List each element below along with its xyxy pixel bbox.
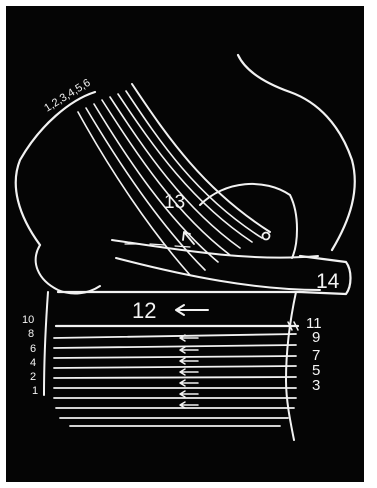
left-label-10: 10 — [22, 314, 34, 326]
left-label-8: 8 — [28, 328, 34, 340]
right-number-column: 11 9 7 5 3 — [306, 315, 322, 394]
label-13: 13 — [164, 192, 185, 213]
arrow-12 — [176, 305, 208, 315]
left-breast-outline — [36, 245, 100, 293]
left-label-6: 6 — [30, 343, 36, 355]
shoulder-spica-bands — [78, 84, 270, 275]
right-label-3: 3 — [312, 377, 320, 394]
band-13 — [112, 240, 320, 290]
left-label-4: 4 — [30, 357, 36, 369]
nipple-mark — [263, 233, 270, 240]
left-number-column: 10 8 6 4 2 1 — [22, 314, 38, 397]
left-label-2: 2 — [30, 371, 36, 383]
label-14: 14 — [316, 270, 340, 293]
circular-bands — [54, 334, 296, 426]
left-shoulder-outline — [16, 92, 95, 245]
right-margin-strip — [364, 0, 377, 488]
left-label-1: 1 — [32, 385, 38, 397]
label-12: 12 — [132, 298, 156, 323]
right-breast-outline — [200, 184, 297, 258]
left-side-outline — [44, 292, 48, 395]
right-label-9: 9 — [312, 329, 320, 346]
